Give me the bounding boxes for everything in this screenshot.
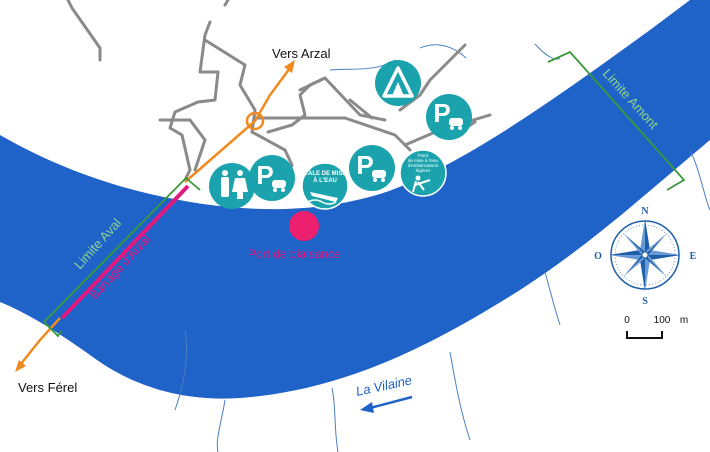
boat-ramp-icon: CALE DE MISE À L'EAU [301, 162, 349, 210]
parking-icon: P [349, 145, 395, 191]
scale-zero-label: 0 [624, 315, 630, 326]
port-label: Port de plaisance [248, 247, 341, 261]
compass-s-label: S [642, 296, 648, 307]
svg-text:de mise à l'eau: de mise à l'eau [408, 158, 439, 163]
camping-icon [375, 60, 421, 106]
parking-icon: P [426, 94, 472, 140]
scale-unit-label: m [680, 315, 688, 326]
svg-text:d'embarcations: d'embarcations [408, 163, 439, 168]
svg-text:P: P [356, 150, 373, 180]
route-to-ferel [19, 317, 61, 366]
scale-bar [626, 331, 663, 339]
roundabout [245, 111, 265, 131]
scale-value-label: 100 [654, 315, 671, 326]
river-label: La Vilaine [355, 372, 414, 398]
limite-amont-boundary [547, 50, 686, 191]
compass-e-label: E [690, 251, 697, 262]
road-network [66, 0, 492, 182]
limite-aval-boundary [43, 176, 201, 338]
svg-text:CALE DE MISE: CALE DE MISE [304, 171, 347, 177]
parking-icon: P [249, 155, 295, 201]
route-lines [19, 67, 292, 366]
light-craft-launch-icon: Point de mise à l'eau d'embarcations lég… [399, 149, 447, 197]
port-marker [289, 211, 319, 241]
river-water [0, 0, 710, 399]
svg-text:À L'EAU: À L'EAU [313, 177, 337, 184]
dam-line [60, 184, 190, 320]
vers-arzal-label: Vers Arzal [272, 46, 331, 61]
arrow-to-ferel-icon [15, 360, 26, 372]
compass-rose-icon [609, 219, 681, 291]
river-flow-arrow-icon [360, 395, 413, 413]
svg-text:légères: légères [416, 168, 432, 173]
route-to-arzal [184, 67, 292, 183]
arrow-to-arzal-icon [284, 60, 295, 73]
compass-w-label: O [594, 251, 602, 262]
svg-text:Point: Point [418, 153, 429, 158]
toilets-icon [209, 163, 255, 209]
vers-ferel-label: Vers Férel [18, 380, 77, 395]
svg-text:P: P [433, 98, 450, 128]
svg-text:P: P [256, 160, 273, 190]
compass-n-label: N [641, 206, 649, 217]
streams [174, 43, 710, 452]
